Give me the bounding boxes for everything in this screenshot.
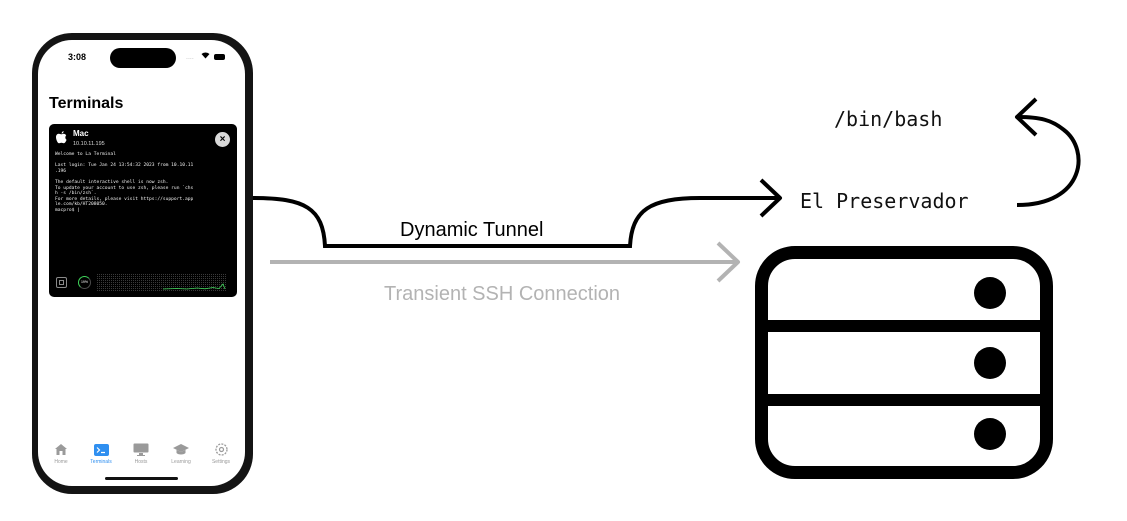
server-led-1 <box>974 277 1006 309</box>
server-icon <box>755 246 1053 479</box>
ssh-connection-arrowhead <box>716 241 740 283</box>
tab-terminals[interactable]: Terminals <box>81 442 121 465</box>
bash-loop-arrowhead <box>1015 97 1038 137</box>
server-divider-top <box>768 320 1040 332</box>
server-divider-bottom <box>768 394 1040 406</box>
cpu-chip-core <box>59 280 64 285</box>
phone-screen: 3:08 .... Terminals Mac 10.10.11.195 × W… <box>38 40 245 486</box>
tab-label-learning: Learning <box>171 459 191 465</box>
tab-settings[interactable]: Settings <box>201 442 241 465</box>
cpu-chip-icon <box>56 277 67 288</box>
gear-icon <box>201 442 241 457</box>
tab-label-terminals: Terminals <box>90 459 112 465</box>
tab-bar: Home Terminals Hosts Learning Settings <box>38 442 245 472</box>
graduation-cap-icon <box>161 442 201 457</box>
monitor-icon <box>121 442 161 457</box>
close-button[interactable]: × <box>215 132 230 147</box>
bash-label: /bin/bash <box>834 107 943 131</box>
page-title: Terminals <box>49 95 124 112</box>
preservador-label: El Preservador <box>800 189 969 213</box>
cellular-signal-icon: .... <box>186 54 194 61</box>
tab-home[interactable]: Home <box>41 442 81 465</box>
home-indicator <box>105 477 178 480</box>
dynamic-tunnel-arrowhead <box>759 178 782 218</box>
dynamic-island <box>110 48 176 68</box>
tab-label-hosts: Hosts <box>134 459 148 465</box>
bash-loop-line <box>1016 115 1081 207</box>
status-time: 3:08 <box>68 52 87 62</box>
dynamic-tunnel-label: Dynamic Tunnel <box>400 219 544 241</box>
activity-graph <box>97 274 227 291</box>
cpu-usage-ring: 19% <box>78 276 91 289</box>
tab-label-home: Home <box>54 459 68 465</box>
tab-label-settings: Settings <box>211 459 231 465</box>
house-icon <box>41 442 81 457</box>
terminal-card[interactable]: Mac 10.10.11.195 × Welcome to La Termina… <box>49 124 237 297</box>
host-ip: 10.10.11.195 <box>73 141 105 147</box>
ssh-connection-label: Transient SSH Connection <box>384 283 621 305</box>
battery-icon <box>214 54 225 60</box>
wifi-icon <box>201 51 210 61</box>
server-led-2 <box>974 347 1006 379</box>
tab-learning[interactable]: Learning <box>161 442 201 465</box>
terminal-icon <box>81 442 121 457</box>
apple-logo-icon <box>56 131 67 144</box>
host-name: Mac <box>73 129 89 138</box>
dynamic-tunnel-line <box>252 196 780 248</box>
tab-hosts[interactable]: Hosts <box>121 442 161 465</box>
server-led-3 <box>974 418 1006 450</box>
terminal-output: Welcome to La Terminal Last login: Tue J… <box>55 152 194 213</box>
